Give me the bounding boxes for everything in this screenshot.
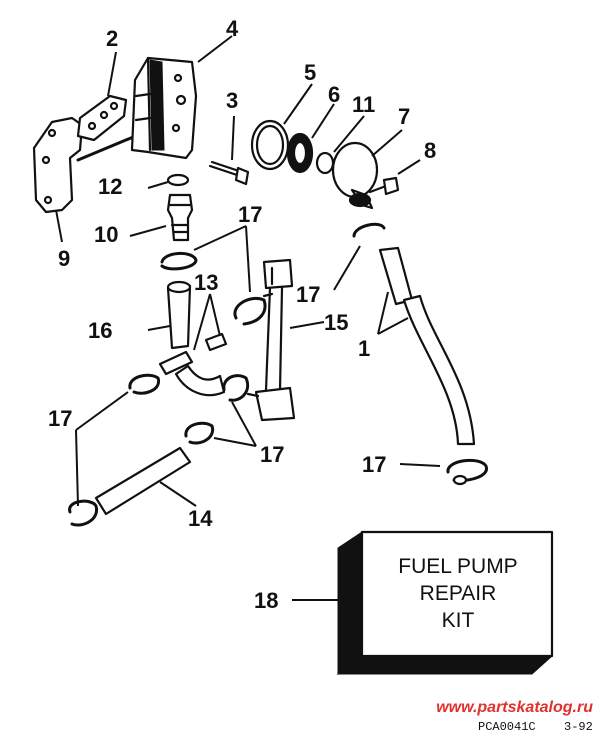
part-fitting — [166, 193, 194, 242]
part-clamps — [68, 222, 488, 527]
callout-16: 16 — [88, 318, 112, 343]
callout-17-c: 17 — [48, 406, 72, 431]
callout-17-d: 17 — [260, 442, 284, 467]
kit-line-1: FUEL PUMP — [398, 555, 517, 578]
kit-line-2: REPAIR — [420, 582, 497, 605]
part-hose-16 — [166, 280, 192, 350]
part-cover — [331, 141, 379, 210]
callout-2: 2 — [106, 26, 118, 51]
callout-numbers: 2 4 3 5 6 11 7 8 12 10 9 17 13 17 16 15 … — [48, 16, 436, 613]
part-screw — [208, 160, 250, 186]
watermark: www.partskatalog.ru — [436, 699, 593, 716]
callout-15: 15 — [324, 310, 348, 335]
part-gasket — [32, 116, 84, 214]
part-filter-screen — [286, 132, 314, 174]
callout-17-b: 17 — [296, 282, 320, 307]
repair-kit-box: FUEL PUMP REPAIR KIT — [336, 530, 554, 675]
callout-5: 5 — [304, 60, 316, 85]
part-elbow-hose — [174, 364, 226, 397]
kit-line-3: KIT — [442, 609, 475, 632]
part-hose-14 — [94, 446, 192, 516]
part-o-ring-small — [166, 173, 190, 187]
part-hose-1 — [378, 246, 476, 446]
part-small-fittings — [158, 332, 228, 376]
callout-1: 1 — [358, 336, 370, 361]
part-o-ring-cover — [315, 151, 335, 175]
callout-17-e: 17 — [362, 452, 386, 477]
part-small-gasket — [76, 94, 128, 142]
callout-3: 3 — [226, 88, 238, 113]
leader-lines — [55, 35, 441, 601]
part-fuel-filter — [246, 258, 296, 422]
callout-8: 8 — [424, 138, 436, 163]
callout-11: 11 — [352, 92, 375, 117]
callout-10: 10 — [94, 222, 118, 247]
callout-7: 7 — [398, 104, 410, 129]
drawing-date: 3-92 — [564, 720, 593, 734]
callout-13: 13 — [194, 270, 218, 295]
part-pump-body — [130, 56, 198, 160]
drawing-code: PCA0041C — [478, 720, 536, 734]
callout-14: 14 — [188, 506, 213, 531]
callout-12: 12 — [98, 174, 122, 199]
callout-6: 6 — [328, 82, 340, 107]
part-cover-screw — [368, 176, 400, 196]
callout-9: 9 — [58, 246, 70, 271]
callout-18: 18 — [254, 588, 278, 613]
callout-4: 4 — [226, 16, 239, 41]
callout-17-a: 17 — [238, 202, 262, 227]
